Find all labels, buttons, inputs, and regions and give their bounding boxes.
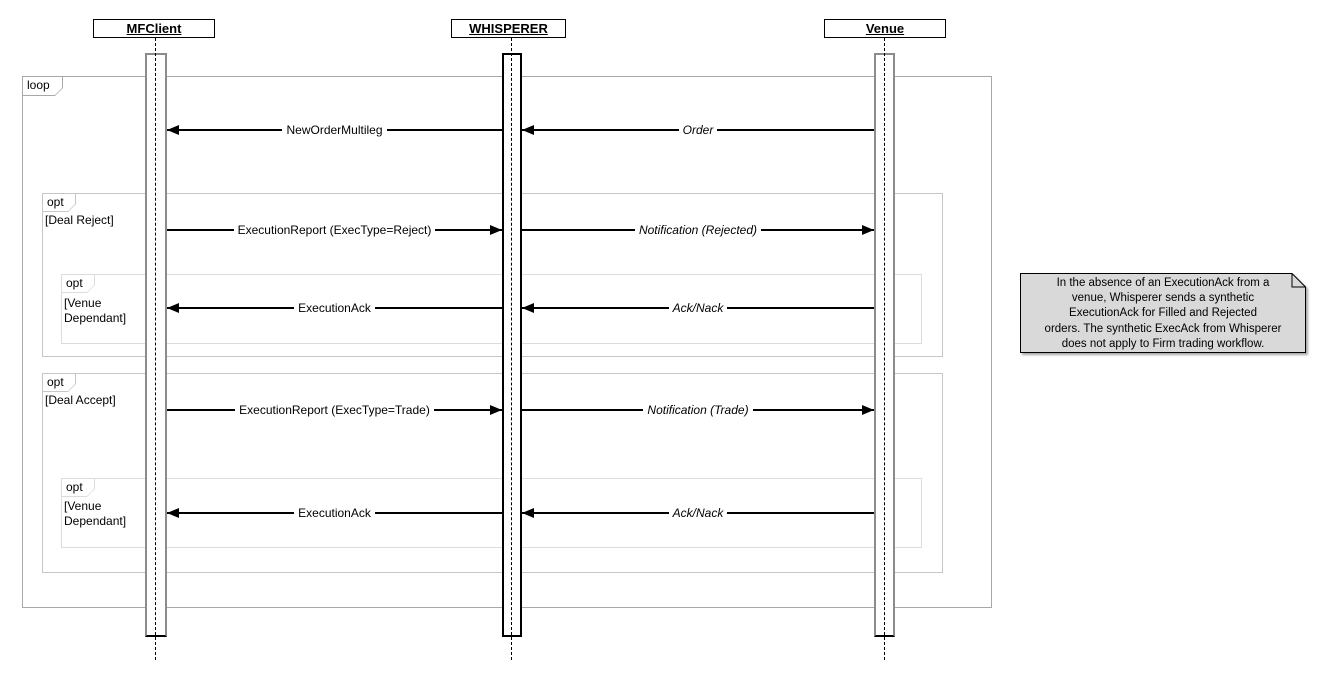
- fragment-opt-operator: opt: [47, 375, 64, 389]
- actor-whisperer: WHISPERER: [451, 19, 566, 38]
- actor-label: WHISPERER: [469, 21, 548, 36]
- note-shape-icon: [1020, 273, 1306, 353]
- arrowhead-left-icon: [167, 125, 179, 135]
- arrowhead-left-icon: [167, 303, 179, 313]
- arrowhead-left-icon: [522, 125, 534, 135]
- message-label: Ack/Nack: [522, 300, 874, 316]
- actor-mfclient: MFClient: [93, 19, 215, 38]
- arrowhead-right-icon: [490, 225, 502, 235]
- arrowhead-right-icon: [862, 225, 874, 235]
- fragment-opt-deal-reject: opt: [42, 193, 943, 357]
- activation-bar-whisperer: [502, 53, 522, 637]
- arrowhead-left-icon: [522, 508, 534, 518]
- fragment-opt-tab: opt: [61, 274, 95, 293]
- fragment-opt-venue-dependant-1: opt: [61, 274, 922, 344]
- note: In the absence of an ExecutionAck from a…: [1020, 273, 1306, 353]
- fragment-loop-operator: loop: [27, 78, 50, 92]
- guard-deal-reject: [Deal Reject]: [45, 213, 114, 227]
- message-label: Notification (Rejected): [522, 222, 874, 238]
- lifeline-venue: [884, 38, 885, 660]
- fragment-opt-tab: opt: [42, 373, 76, 392]
- message-label: Order: [522, 122, 874, 138]
- lifeline-whisperer: [511, 38, 512, 660]
- actor-venue: Venue: [824, 19, 946, 38]
- arrowhead-left-icon: [522, 303, 534, 313]
- message-label: ExecutionReport (ExecType=Trade): [167, 402, 502, 418]
- message-label: ExecutionAck: [167, 505, 502, 521]
- message-label: Notification (Trade): [522, 402, 874, 418]
- fragment-opt-operator: opt: [47, 195, 64, 209]
- actor-label: Venue: [865, 21, 905, 36]
- actor-label: MFClient: [126, 21, 182, 36]
- arrowhead-right-icon: [490, 405, 502, 415]
- fragment-loop-tab: loop: [22, 76, 63, 96]
- arrowhead-right-icon: [862, 405, 874, 415]
- activation-bar-mfclient: [145, 53, 167, 637]
- message-label: NewOrderMultileg: [167, 122, 502, 138]
- note-text: In the absence of an ExecutionAck from a…: [1044, 277, 1282, 350]
- fragment-opt-operator: opt: [66, 276, 83, 290]
- fragment-opt-tab: opt: [42, 193, 76, 212]
- guard-venue-dependant-2: [Venue Dependant]: [64, 499, 127, 528]
- fragment-opt-venue-dependant-2: opt: [61, 478, 922, 548]
- guard-venue-dependant-1: [Venue Dependant]: [64, 296, 127, 325]
- message-label: ExecutionReport (ExecType=Reject): [167, 222, 502, 238]
- fragment-opt-deal-accept: opt: [42, 373, 943, 573]
- fragment-opt-tab: opt: [61, 478, 95, 497]
- message-label: Ack/Nack: [522, 505, 874, 521]
- lifeline-mfclient: [155, 38, 156, 660]
- fragment-opt-operator: opt: [66, 480, 83, 494]
- guard-deal-accept: [Deal Accept]: [45, 393, 116, 407]
- arrowhead-left-icon: [167, 508, 179, 518]
- message-label: ExecutionAck: [167, 300, 502, 316]
